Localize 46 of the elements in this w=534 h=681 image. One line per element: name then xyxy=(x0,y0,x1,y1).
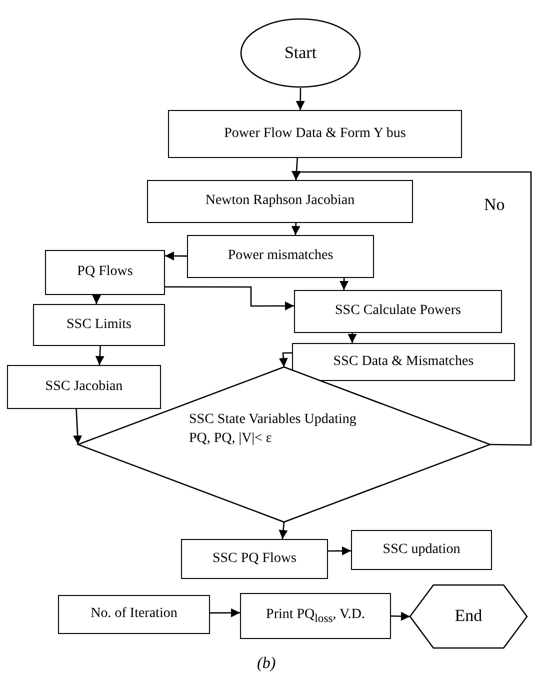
arrow xyxy=(210,608,240,618)
node-label: SSC Data & Mismatches xyxy=(333,352,474,371)
arrow xyxy=(278,352,292,368)
node-label: SSC Limits xyxy=(66,316,132,334)
node-label: Power mismatches xyxy=(228,247,334,266)
arrow xyxy=(296,88,305,110)
process-box xyxy=(7,365,161,409)
node-label: Start xyxy=(284,42,317,64)
process-box xyxy=(292,343,515,381)
arrow xyxy=(165,286,294,310)
process-box xyxy=(168,110,462,158)
node-label: SSC PQ Flows xyxy=(212,550,297,568)
arrow xyxy=(292,158,302,180)
node-label: No. of Iteration xyxy=(90,605,178,624)
arrow xyxy=(73,408,82,445)
node-label: Print PQ$_{loss}$, V.D. xyxy=(266,606,365,626)
node-label: SSC updation xyxy=(382,540,460,559)
node-label: End xyxy=(454,605,482,628)
arrow xyxy=(340,278,349,290)
node-label: SSC Calculate Powers xyxy=(335,302,461,320)
arrow xyxy=(95,346,104,366)
node-label: SSC State Variables Updating PQ, PQ, |V|< ε xyxy=(189,410,358,448)
arrow xyxy=(165,251,187,260)
process-box xyxy=(58,595,210,634)
arrow xyxy=(328,546,351,556)
process-box xyxy=(33,304,165,346)
figure-caption: (b) xyxy=(257,655,276,673)
process-box xyxy=(147,180,413,223)
arrow xyxy=(92,294,102,304)
process-box xyxy=(351,530,492,570)
arrow xyxy=(390,612,410,621)
process-box xyxy=(181,539,328,579)
node-label: Power Flow Data & Form Y bus xyxy=(224,124,406,143)
node-label: Newton Raphson Jacobian xyxy=(205,192,355,210)
arrow xyxy=(278,522,288,540)
end-terminal xyxy=(410,585,527,648)
process-box xyxy=(45,250,165,295)
arrow xyxy=(292,170,532,446)
start-terminal xyxy=(240,18,361,88)
node-label: PQ Flows xyxy=(77,263,133,282)
process-box xyxy=(187,235,374,278)
process-box xyxy=(240,593,391,639)
arrow xyxy=(291,222,300,236)
process-box xyxy=(294,290,502,333)
arrow xyxy=(348,333,357,343)
node-label: SSC Jacobian xyxy=(45,378,123,396)
